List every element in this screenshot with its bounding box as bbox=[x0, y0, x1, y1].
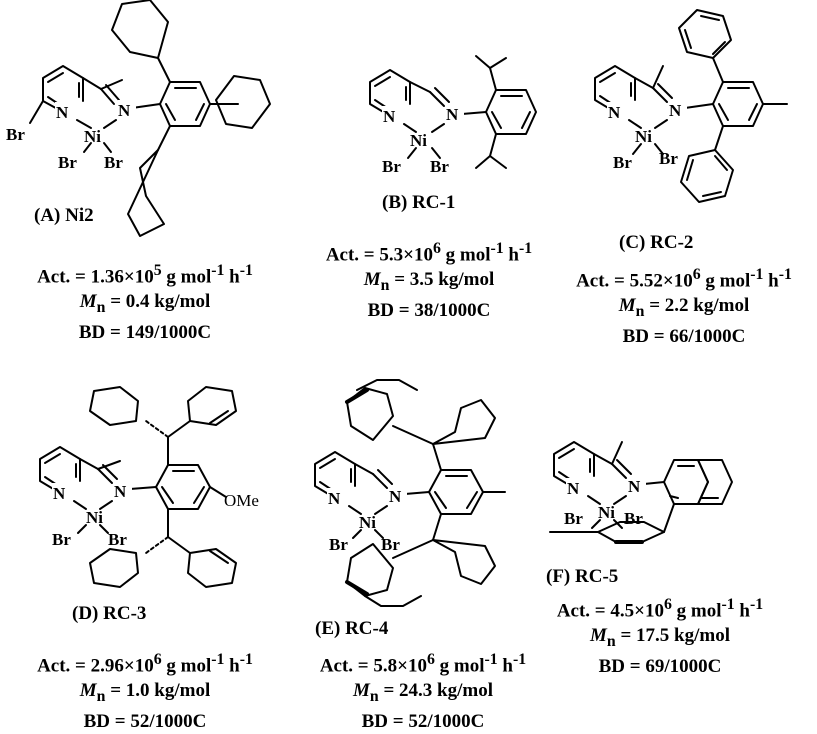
molecular-weight: Mn = 0.4 kg/mol bbox=[79, 291, 211, 317]
structure-c: N N Ni Br Br bbox=[594, 9, 788, 203]
atom-br: Br bbox=[329, 535, 348, 554]
atom-ni: Ni bbox=[84, 127, 101, 146]
branching-density: BD = 38/1000C bbox=[367, 300, 491, 322]
molecular-weight: Mn = 17.5 kg/mol bbox=[590, 625, 730, 651]
activity: Act. = 5.8×106 g mol-1 h-1 bbox=[319, 651, 527, 677]
stats-d: Act. = 2.96×106 g mol-1 h-1 Mn = 1.0 kg/… bbox=[2, 647, 288, 734]
panel-label: (A) Ni2 bbox=[34, 205, 94, 226]
atom-br: Br bbox=[430, 157, 449, 176]
panel-b: N N Ni Br Br (B) RC-1 bbox=[290, 40, 560, 230]
panel-label: (D) RC-3 bbox=[72, 603, 147, 624]
stats-f: Act. = 4.5×106 g mol-1 h-1 Mn = 17.5 kg/… bbox=[520, 592, 800, 679]
stats-b: Act. = 5.3×106 g mol-1 h-1 Mn = 3.5 kg/m… bbox=[291, 236, 567, 323]
branching-density: BD = 52/1000C bbox=[361, 711, 485, 733]
panel-label: (E) RC-4 bbox=[315, 618, 389, 639]
structure-e: N N Ni Br Br bbox=[314, 379, 506, 607]
atom-n: N bbox=[446, 105, 459, 124]
atom-br: Br bbox=[6, 125, 25, 144]
atom-ome: OMe bbox=[224, 491, 259, 510]
atom-ni: Ni bbox=[598, 503, 615, 522]
activity: Act. = 5.3×106 g mol-1 h-1 bbox=[325, 240, 533, 266]
atom-n: N bbox=[53, 484, 66, 503]
atom-n: N bbox=[383, 107, 396, 126]
molecular-weight: Mn = 3.5 kg/mol bbox=[363, 269, 495, 295]
atom-br: Br bbox=[52, 530, 71, 549]
structure-d: N N Ni Br Br OMe bbox=[39, 386, 259, 588]
atom-br: Br bbox=[381, 535, 400, 554]
panel-d: N N Ni Br Br OMe (D) RC-3 bbox=[0, 375, 290, 645]
atom-n: N bbox=[628, 477, 641, 496]
branching-density: BD = 66/1000C bbox=[622, 326, 746, 348]
atom-n: N bbox=[114, 482, 127, 501]
stats-e: Act. = 5.8×106 g mol-1 h-1 Mn = 24.3 kg/… bbox=[292, 647, 554, 734]
atom-ni: Ni bbox=[635, 127, 652, 146]
branching-density: BD = 52/1000C bbox=[83, 711, 207, 733]
atom-br: Br bbox=[659, 149, 678, 168]
atom-n: N bbox=[567, 479, 580, 498]
atom-n: N bbox=[389, 487, 402, 506]
panel-f: N N Ni Br Br bbox=[540, 392, 815, 592]
structure-f: N N Ni Br Br bbox=[549, 441, 733, 544]
stats-a: Act. = 1.36×105 g mol-1 h-1 Mn = 0.4 kg/… bbox=[2, 258, 288, 345]
activity: Act. = 5.52×106 g mol-1 h-1 bbox=[576, 266, 792, 292]
structure-a: N N Ni Br Br Br bbox=[6, 0, 271, 237]
atom-ni: Ni bbox=[410, 131, 427, 150]
atom-n: N bbox=[118, 101, 131, 120]
atom-br: Br bbox=[624, 509, 643, 528]
panel-c: N N Ni Br Br (C) RC-2 bbox=[575, 0, 815, 253]
atom-br: Br bbox=[108, 530, 127, 549]
activity: Act. = 2.96×106 g mol-1 h-1 bbox=[37, 651, 253, 677]
stats-c: Act. = 5.52×106 g mol-1 h-1 Mn = 2.2 kg/… bbox=[550, 262, 817, 349]
activity: Act. = 4.5×106 g mol-1 h-1 bbox=[556, 596, 764, 622]
molecular-weight: Mn = 24.3 kg/mol bbox=[353, 680, 493, 706]
atom-br: Br bbox=[613, 153, 632, 172]
atom-n: N bbox=[328, 489, 341, 508]
atom-n: N bbox=[608, 103, 621, 122]
atom-n: N bbox=[669, 101, 682, 120]
structure-b: N N Ni Br Br bbox=[369, 55, 537, 176]
panel-a: N N Ni Br Br Br (A) Ni2 bbox=[0, 0, 271, 250]
molecular-weight: Mn = 2.2 kg/mol bbox=[618, 295, 750, 321]
atom-br: Br bbox=[104, 153, 123, 172]
atom-ni: Ni bbox=[86, 508, 103, 527]
atom-br: Br bbox=[564, 509, 583, 528]
branching-density: BD = 149/1000C bbox=[78, 322, 212, 344]
molecular-weight: Mn = 1.0 kg/mol bbox=[79, 680, 211, 706]
atom-br: Br bbox=[382, 157, 401, 176]
panel-e: N N Ni Br Br (E) RC-4 bbox=[295, 379, 540, 645]
atom-ni: Ni bbox=[359, 513, 376, 532]
atom-br: Br bbox=[58, 153, 77, 172]
atom-n: N bbox=[56, 103, 69, 122]
panel-label: (B) RC-1 bbox=[382, 192, 456, 213]
panel-label: (C) RC-2 bbox=[619, 232, 694, 253]
branching-density: BD = 69/1000C bbox=[598, 656, 722, 678]
panel-label: (F) RC-5 bbox=[546, 566, 619, 587]
activity: Act. = 1.36×105 g mol-1 h-1 bbox=[37, 262, 253, 288]
